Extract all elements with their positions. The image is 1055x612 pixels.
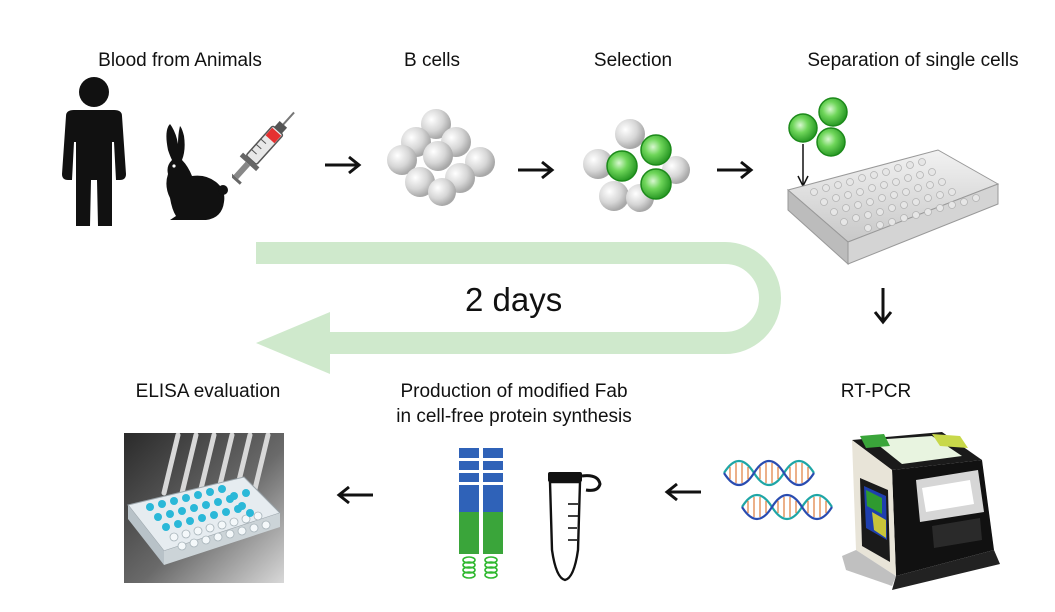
arrow-right-icon	[518, 160, 555, 180]
elisa-plate-icon	[124, 433, 284, 583]
arrow-left-icon	[336, 485, 373, 505]
step-label-elisa: ELISA evaluation	[135, 381, 281, 402]
step-label-production-2: in cell-free protein synthesis	[396, 406, 632, 427]
arrow-right-icon	[325, 155, 362, 175]
well-plate-icon	[786, 97, 1000, 266]
step-label-rtpcr: RT-PCR	[840, 381, 912, 402]
step-label-production-1: Production of modified Fab	[400, 381, 628, 402]
step-label-separation: Separation of single cells	[807, 50, 1019, 71]
syringe-icon	[232, 111, 295, 185]
duration-label: 2 days	[465, 281, 563, 318]
rabbit-icon	[166, 124, 228, 220]
arrow-left-icon	[664, 482, 701, 502]
selected-cluster-icon	[583, 119, 690, 212]
person-icon	[62, 77, 126, 226]
cell-cluster-icon	[387, 109, 495, 206]
dna-icon	[723, 459, 833, 521]
tube-icon	[548, 472, 602, 582]
arrow-down-icon	[873, 288, 893, 325]
step-label-blood: Blood from Animals	[98, 50, 262, 71]
step-label-bcells: B cells	[404, 50, 460, 71]
fab-antibody-icon	[459, 448, 503, 579]
arrow-right-icon	[717, 160, 754, 180]
thermocycler-icon	[842, 432, 1000, 590]
step-label-selection: Selection	[593, 50, 673, 71]
